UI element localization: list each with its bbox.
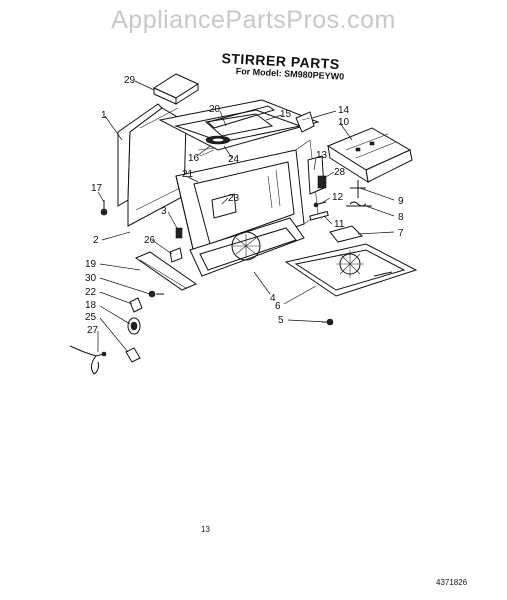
part-29-tray [152, 73, 200, 105]
part-13-cover [307, 155, 325, 195]
part-26-bracket [169, 247, 183, 263]
part-8-spring [346, 201, 372, 207]
part-28-relay [317, 175, 327, 189]
part-14-bracket [295, 111, 315, 133]
callout-4: 4 [270, 293, 276, 304]
callout-5: 5 [278, 315, 284, 326]
page-number: 13 [201, 525, 210, 534]
callout-29: 29 [124, 75, 136, 86]
callout-15: 15 [280, 109, 292, 120]
part-25-switch [125, 347, 141, 363]
callout-18: 18 [85, 300, 97, 311]
part-18-knob [127, 317, 141, 335]
part-30-screw [148, 290, 164, 298]
callout-7: 7 [398, 228, 404, 239]
part-19-bottom-rail [134, 251, 198, 291]
callout-13: 13 [316, 150, 328, 161]
callout-6: 6 [275, 301, 281, 312]
watermark: AppliancePartsPros.com [111, 6, 396, 34]
callout-1: 1 [101, 110, 107, 121]
part-9-bracket [350, 180, 366, 198]
part-3-clip [175, 227, 183, 239]
callout-14: 14 [338, 105, 350, 116]
callout-26: 26 [144, 235, 156, 246]
callout-9: 9 [398, 196, 404, 207]
part-27-wire-harness [69, 345, 107, 375]
callout-17: 17 [91, 183, 103, 194]
callout-28: 28 [334, 167, 346, 178]
document-number: 4371826 [436, 578, 468, 587]
part-22-clip [129, 297, 143, 313]
part-11-shaft [309, 210, 329, 221]
part-4-cavity-floor [189, 217, 305, 277]
leader-lines [97, 80, 395, 353]
part-10-control-panel [326, 127, 413, 184]
callout-labels: 29 1 20 15 14 10 16 24 13 21 28 17 12 9 … [85, 75, 404, 336]
callout-23: 23 [228, 193, 240, 204]
callout-24: 24 [228, 154, 240, 165]
top-frame-assembly [158, 99, 320, 157]
callout-2: 2 [93, 235, 99, 246]
part-17-screw [100, 200, 108, 216]
callout-27: 27 [87, 325, 99, 336]
callout-10: 10 [338, 117, 350, 128]
callout-16: 16 [188, 153, 200, 164]
callout-12: 12 [332, 192, 344, 203]
part-7-stirrer [329, 225, 363, 243]
callout-19: 19 [85, 259, 97, 270]
callout-25: 25 [85, 312, 97, 323]
part-23-bracket [211, 193, 237, 219]
callout-22: 22 [85, 287, 97, 298]
callout-20: 20 [209, 104, 221, 115]
part-6-bottom-plate [284, 243, 418, 297]
callout-8: 8 [398, 212, 404, 223]
callout-11: 11 [334, 219, 345, 230]
callout-21: 21 [182, 169, 194, 180]
callout-30: 30 [85, 273, 97, 284]
part-12-screw [313, 201, 327, 208]
callout-3: 3 [161, 206, 167, 217]
